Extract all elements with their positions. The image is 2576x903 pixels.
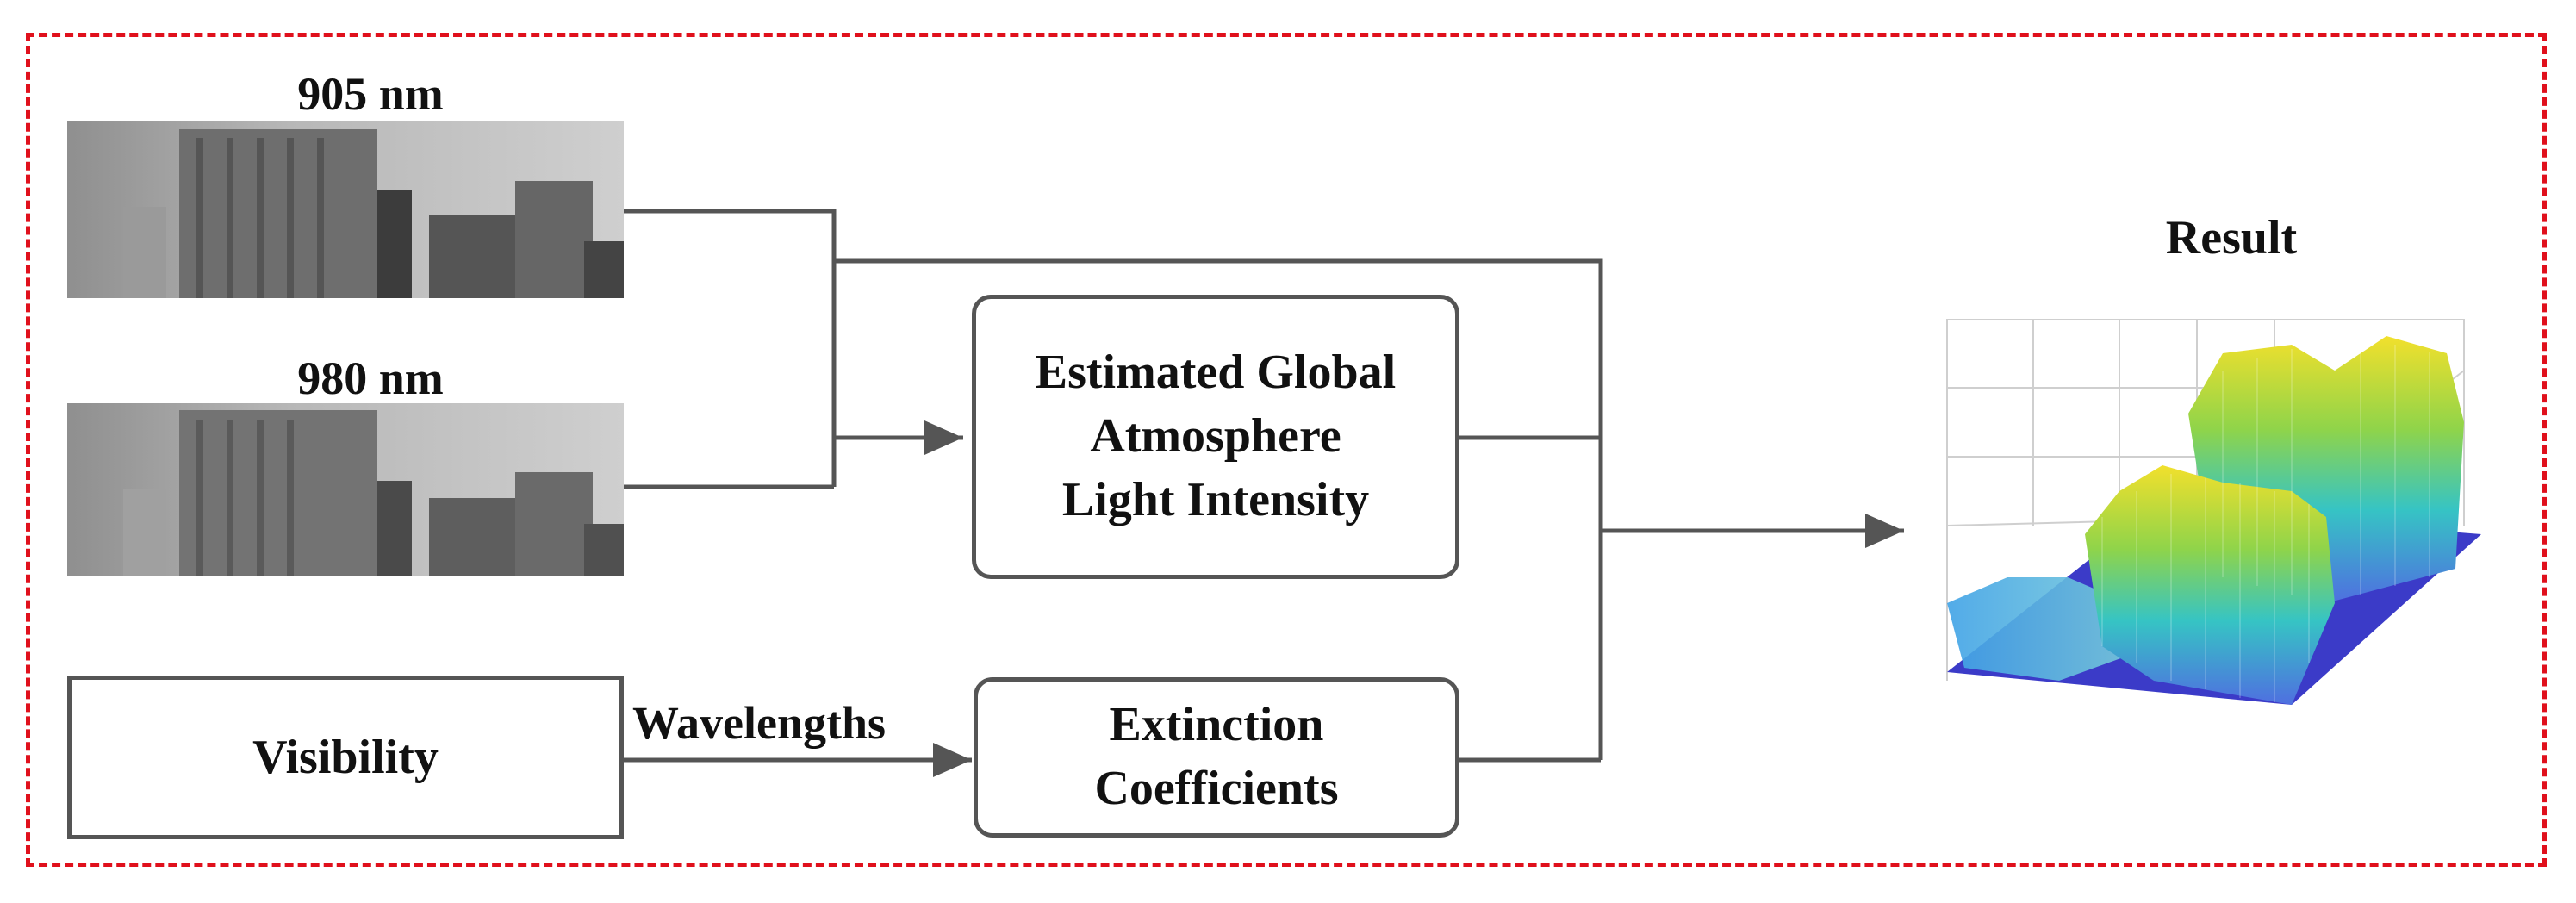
img-905-label: 905 nm	[297, 68, 444, 120]
image-905nm	[67, 121, 624, 298]
surface-mesh	[2101, 345, 2430, 702]
result-3d-surface	[1946, 319, 2481, 705]
visibility-label: Visibility	[252, 731, 439, 784]
estimated-global-atmosphere-label: Estimated Global Atmosphere Light Intens…	[1035, 346, 1397, 526]
img-980-label: 980 nm	[297, 352, 444, 404]
surface-front-ridge	[2085, 465, 2335, 705]
extinction-coefficients-label: Extinction Coefficients	[1094, 698, 1339, 815]
extinction-coefficients-box: Extinction Coefficients	[974, 677, 1459, 838]
image-905nm-skyline	[123, 129, 624, 298]
image-980nm	[67, 403, 624, 576]
wavelengths-edge-label: Wavelengths	[632, 697, 887, 749]
visibility-box: Visibility	[67, 676, 624, 839]
figure-frame	[26, 33, 2547, 867]
estimated-global-atmosphere-box: Estimated Global Atmosphere Light Intens…	[972, 295, 1459, 579]
image-980nm-skyline	[123, 410, 624, 576]
result-title: Result	[2165, 211, 2298, 265]
